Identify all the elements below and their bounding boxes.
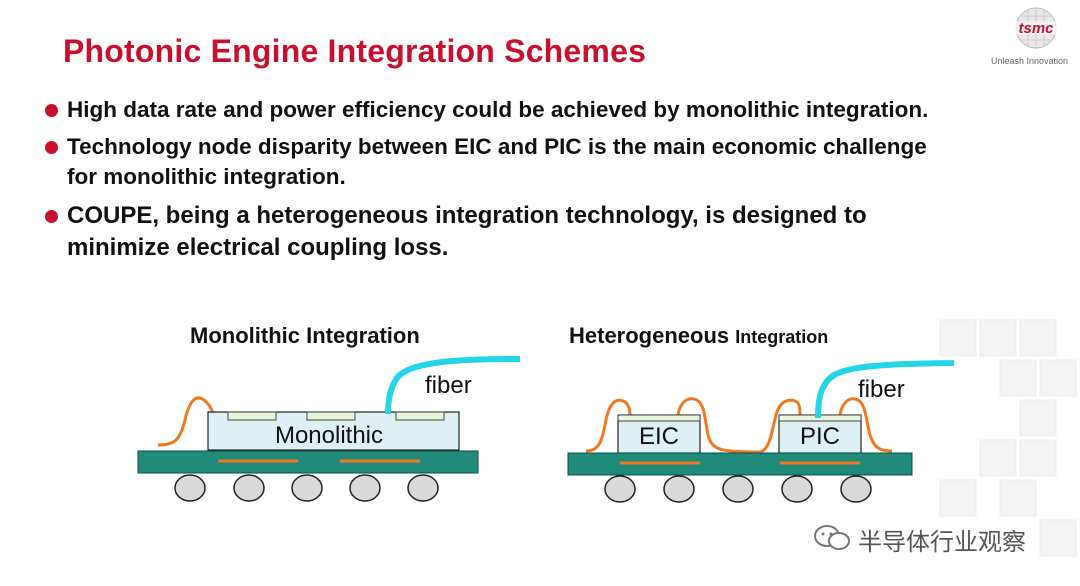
monolithic-heading: Monolithic Integration xyxy=(190,323,420,348)
bullet-3-line-1: COUPE, being a heterogeneous integration… xyxy=(67,202,867,229)
wire-bond xyxy=(585,398,632,453)
solder-ball xyxy=(291,474,323,502)
monolithic-chip-label: Monolithic xyxy=(275,422,383,449)
fiber-cable xyxy=(815,360,955,419)
substrate xyxy=(567,452,913,476)
logo-text: tsmc xyxy=(1018,20,1054,37)
wire-bond xyxy=(157,396,215,447)
solder-ball xyxy=(722,475,754,503)
heterogeneous-heading-small: Integration xyxy=(735,327,829,347)
logo-tagline: Unleash Innovation xyxy=(991,56,1069,66)
pic-label: PIC xyxy=(800,423,840,450)
solder-ball xyxy=(840,475,872,503)
solder-ball xyxy=(349,474,381,502)
substrate xyxy=(137,450,479,474)
heterogeneous-heading: Heterogeneous Integration xyxy=(569,323,828,349)
tsmc-logo: tsmc xyxy=(1009,7,1063,49)
bullet-2-line-1: Technology node disparity between EIC an… xyxy=(67,134,927,159)
monolithic-fiber-label: fiber xyxy=(425,372,472,399)
chip-pad xyxy=(395,411,445,421)
bullet-dot xyxy=(45,104,58,117)
chip-pad xyxy=(306,411,356,421)
heterogeneous-heading-main: Heterogeneous xyxy=(569,323,730,348)
solder-ball xyxy=(604,475,636,503)
solder-ball xyxy=(233,474,265,502)
solder-ball xyxy=(174,474,206,502)
chip-pad xyxy=(227,411,277,421)
solder-ball xyxy=(663,475,695,503)
wechat-icon xyxy=(814,525,850,550)
chip-pad xyxy=(617,414,701,422)
heterogeneous-fiber-label: fiber xyxy=(858,376,905,403)
bullet-1-text: High data rate and power efficiency coul… xyxy=(67,97,929,122)
heterogeneous-diagram: EIC PIC fiber xyxy=(567,360,955,503)
fiber-cable xyxy=(385,356,521,415)
background-pattern xyxy=(939,319,1077,557)
bullet-3-line-2: minimize electrical coupling loss. xyxy=(67,234,449,261)
monolithic-diagram: Monolithic fiber xyxy=(137,356,521,502)
watermark-text: 半导体行业观察 xyxy=(858,529,1026,556)
bullet-dot xyxy=(45,141,58,154)
slide-title: Photonic Engine Integration Schemes xyxy=(63,33,647,69)
solder-ball xyxy=(407,474,439,502)
solder-ball xyxy=(781,475,813,503)
wire-bond xyxy=(676,397,802,454)
bullet-2-line-2: for monolithic integration. xyxy=(67,164,346,189)
wire-bond xyxy=(838,397,893,453)
eic-label: EIC xyxy=(639,423,679,450)
bullet-dot xyxy=(45,210,58,223)
